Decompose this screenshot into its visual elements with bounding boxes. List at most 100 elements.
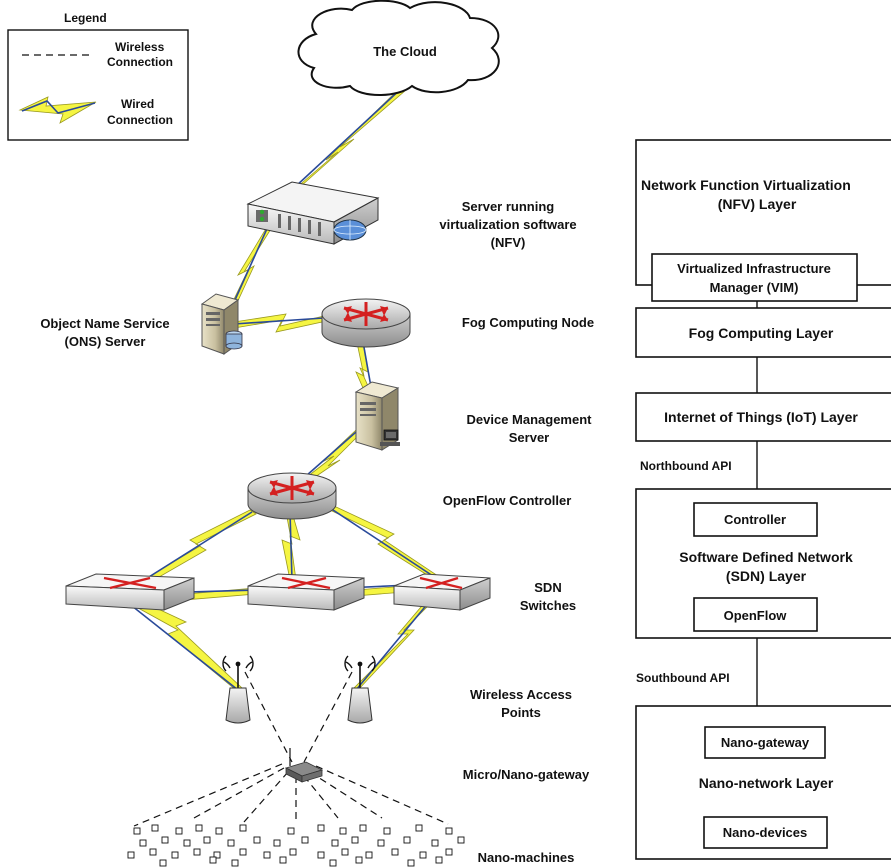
nano-gateway-box	[704, 726, 826, 759]
nano-machine-icon	[355, 856, 363, 864]
nano-devices-box	[703, 816, 828, 849]
nano-gateway-device-icon	[284, 748, 324, 783]
controller-label: Controller	[724, 512, 786, 527]
nano-machine-icon	[329, 859, 337, 867]
legend: Legend Wireless Connection Wired Connect…	[7, 11, 189, 141]
legend-wired-sample	[18, 96, 97, 124]
nano-machine-icon	[457, 836, 465, 844]
nano-machine-icon	[151, 824, 159, 832]
access-point-right-icon	[344, 655, 376, 724]
nano-machine-icon	[351, 836, 359, 844]
nano-machine-icon	[431, 839, 439, 847]
nano-machine-icon	[195, 824, 203, 832]
wired-link-ons-fog	[233, 313, 325, 333]
access-points-label-line1: Wireless Access	[470, 687, 572, 702]
nano-machine-icon	[445, 827, 453, 835]
southbound-api-label: Southbound API	[636, 671, 730, 685]
legend-wired-label-line2: Connection	[107, 113, 173, 127]
vim-box	[651, 253, 858, 302]
sdn-switch-middle-icon	[247, 573, 365, 611]
nano-machine-icon	[215, 827, 223, 835]
nano-machine-icon	[419, 851, 427, 859]
nano-machine-icon	[339, 827, 347, 835]
nano-machine-icon	[171, 851, 179, 859]
controller-box	[693, 502, 818, 537]
nano-machine-icon	[391, 848, 399, 856]
nano-machine-icon	[359, 824, 367, 832]
nano-machine-icon	[227, 839, 235, 847]
nano-machine-icon	[203, 836, 211, 844]
nfv-server-label-line2: virtualization software	[439, 217, 576, 232]
legend-wireless-label-line2: Connection	[107, 55, 173, 69]
layer-stack: Network Function Virtualization (NFV) La…	[635, 139, 891, 860]
sdn-switch-right-icon	[393, 573, 491, 611]
nano-machine-icon	[331, 839, 339, 847]
nano-machine-icon	[213, 851, 221, 859]
fog-layer-label: Fog Computing Layer	[689, 325, 834, 341]
device-management-label-line1: Device Management	[467, 412, 593, 427]
nano-devices-label: Nano-devices	[723, 825, 808, 840]
vim-label-line1: Virtualized Infrastructure	[677, 261, 831, 276]
nano-gateway-label: Nano-gateway	[721, 735, 810, 750]
nfv-server-label-line1: Server running	[462, 199, 555, 214]
fog-layer-box	[635, 307, 891, 358]
vim-label-line2: Manager (VIM)	[710, 280, 799, 295]
wireless-link-ap-left-gateway	[244, 671, 293, 763]
openflow-controller-label: OpenFlow Controller	[443, 493, 572, 508]
nano-machine-icon	[279, 856, 287, 864]
nano-machine-icon	[193, 848, 201, 856]
nano-machine-icon	[239, 824, 247, 832]
sdn-switches-label-line2: Switches	[520, 598, 576, 613]
nano-machine-icon	[159, 859, 167, 867]
sdn-switches-label-line1: SDN	[534, 580, 561, 595]
nano-machine-icon	[445, 848, 453, 856]
iot-layer-label: Internet of Things (IoT) Layer	[664, 409, 858, 425]
nano-machine-icon	[161, 836, 169, 844]
sdn-switch-left-icon	[65, 573, 195, 611]
nano-machine-icon	[341, 848, 349, 856]
nfv-layer-title-line1: Network Function Virtualization	[641, 177, 851, 193]
wired-link-ofc-switch-right	[329, 505, 439, 579]
nano-machine-icon	[415, 824, 423, 832]
nano-machine-icon	[239, 848, 247, 856]
openflow-controller-router-icon	[247, 472, 337, 520]
nano-machine-icon	[231, 859, 239, 867]
device-management-server-icon	[354, 381, 400, 451]
northbound-api-label: Northbound API	[640, 459, 732, 473]
openflow-box	[693, 597, 818, 632]
nano-machine-icon	[175, 827, 183, 835]
nano-machine-icon	[183, 839, 191, 847]
nano-machine-icon	[403, 836, 411, 844]
nano-machine-icon	[149, 848, 157, 856]
access-points-label-line2: Points	[501, 705, 541, 720]
nano-machine-icon	[139, 839, 147, 847]
nano-machine-icon	[289, 848, 297, 856]
cloud-icon: The Cloud	[297, 0, 500, 96]
cloud-label: The Cloud	[373, 44, 437, 59]
nano-machine-icon	[133, 827, 141, 835]
iot-layer-box	[635, 392, 891, 442]
nano-machine-icon	[127, 851, 135, 859]
ons-server-icon	[200, 293, 243, 355]
nano-machines-label: Nano-machines	[478, 850, 575, 865]
nano-machine-icon	[287, 827, 295, 835]
fog-node-router-icon	[321, 298, 411, 348]
nano-machine-icon	[365, 851, 373, 859]
fog-node-label: Fog Computing Node	[462, 315, 594, 330]
nfv-server-label-line3: (NFV)	[491, 235, 526, 250]
sdn-layer-title-line1: Software Defined Network	[679, 549, 853, 565]
nano-machine-icon	[209, 856, 217, 864]
nano-machine-icon	[435, 856, 443, 864]
nano-machine-icon	[317, 824, 325, 832]
access-point-left-icon	[222, 655, 254, 724]
nano-machine-icon	[407, 859, 415, 867]
nano-machine-icon	[301, 836, 309, 844]
wired-link-ofc-switch-middle	[281, 511, 301, 581]
gateway-label: Micro/Nano-gateway	[463, 767, 590, 782]
legend-title: Legend	[64, 11, 107, 25]
nano-machine-icon	[383, 827, 391, 835]
ons-server-label-line2: (ONS) Server	[65, 334, 146, 349]
wired-link-switch-ap-right	[351, 593, 439, 691]
nano-machine-icon	[253, 836, 261, 844]
